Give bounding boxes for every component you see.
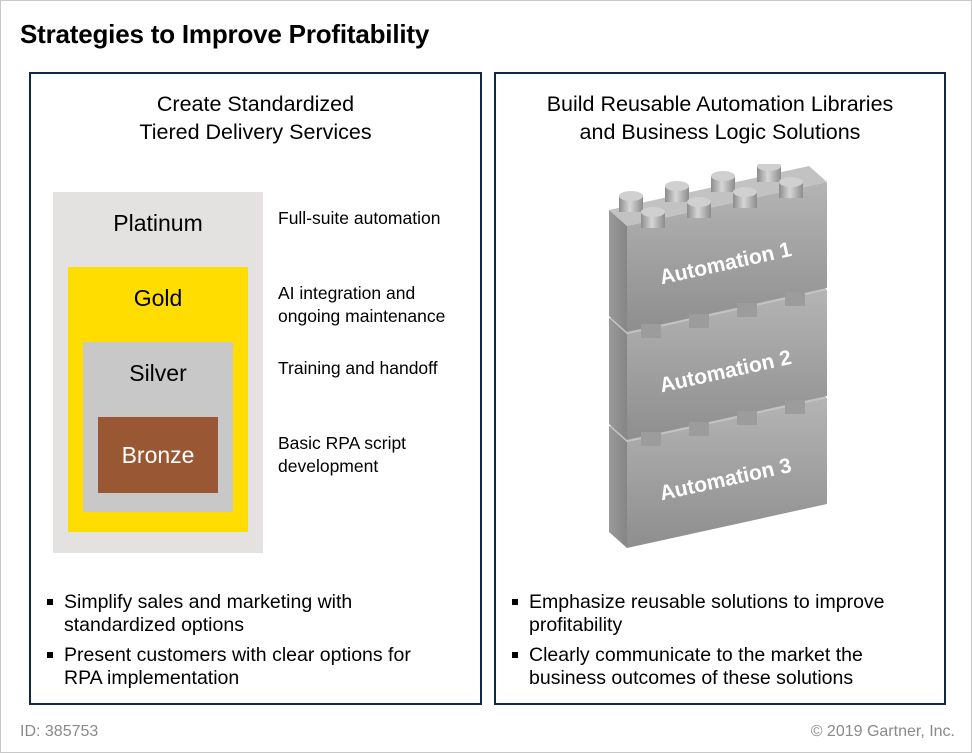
document-id: ID: 385753 — [20, 723, 99, 740]
bullet-icon — [47, 599, 53, 605]
tier-description-line: Full-suite automation — [278, 208, 441, 228]
bullet-item: Clearly communicate to the market the bu… — [510, 644, 934, 689]
copyright-notice: © 2019 Gartner, Inc. — [810, 723, 955, 740]
brick-stack-illustration: Automation 1 Automation 2 Automation 3 — [609, 164, 827, 548]
bullet-line: business outcomes of these solutions — [529, 666, 854, 689]
brick-side-face — [609, 318, 627, 440]
tier-label-silver: Silver — [129, 360, 187, 386]
page-title: Strategies to Improve Profitability — [20, 19, 430, 49]
tiered-services-panel: Create Standardized Tiered Delivery Serv… — [29, 72, 482, 705]
bullet-list: Simplify sales and marketing with standa… — [45, 591, 470, 697]
tier-label-bronze: Bronze — [121, 442, 195, 468]
bullet-item: Simplify sales and marketing with standa… — [45, 591, 470, 636]
tier-label-platinum: Platinum — [113, 210, 203, 236]
tier-platinum: Platinum Gold Silver Bronze — [53, 192, 263, 553]
tier-label-gold: Gold — [133, 285, 183, 311]
bullet-list: Emphasize reusable solutions to improve … — [510, 591, 934, 697]
tier-description-silver: Training and handoff — [278, 357, 438, 380]
bullet-icon — [512, 652, 518, 658]
panel-heading-line: Create Standardized — [156, 92, 355, 116]
tier-bronze: Bronze — [98, 417, 218, 493]
automation-libraries-panel: Build Reusable Automation Libraries and … — [494, 72, 946, 705]
brick-front-face — [627, 290, 827, 440]
bullet-line: Present customers with clear options for — [64, 644, 411, 666]
tier-description-line: development — [278, 456, 379, 476]
bullet-line: profitability — [529, 613, 623, 636]
panel-heading-line: and Business Logic Solutions — [579, 120, 861, 144]
panel-heading-line: Tiered Delivery Services — [139, 120, 372, 144]
tier-description-gold: AI integration and ongoing maintenance — [278, 282, 445, 328]
brick-front-face — [627, 182, 827, 332]
brick-front-face — [627, 398, 827, 548]
bullet-line: Simplify sales and marketing with — [64, 591, 353, 613]
bullet-item: Present customers with clear options for… — [45, 644, 470, 689]
tier-description-platinum: Full-suite automation — [278, 207, 440, 230]
bullet-icon — [512, 599, 518, 605]
brick-studs — [619, 164, 803, 228]
brick-automation-1 — [609, 166, 827, 332]
panel-heading-line: Build Reusable Automation Libraries — [546, 92, 894, 116]
panel-heading: Build Reusable Automation Libraries and … — [496, 90, 944, 146]
tier-description-line: ongoing maintenance — [278, 306, 446, 326]
brick-joint-studs — [641, 292, 805, 446]
panel-heading: Create Standardized Tiered Delivery Serv… — [31, 90, 480, 146]
tier-gold: Gold Silver Bronze — [68, 267, 248, 532]
tier-description-line: AI integration and — [278, 283, 416, 303]
brick-side-face — [609, 210, 627, 332]
bullet-line: Emphasize reusable solutions to improve — [529, 591, 885, 613]
bullet-line: RPA implementation — [64, 666, 240, 689]
bullet-line: standardized options — [64, 613, 244, 636]
bullet-icon — [47, 652, 53, 658]
tier-description-line: Training and handoff — [278, 358, 438, 378]
bullet-line: Clearly communicate to the market the — [529, 644, 863, 666]
tier-silver: Silver Bronze — [83, 342, 233, 512]
tier-description-line: Basic RPA script — [278, 433, 407, 453]
brick-side-face — [609, 426, 627, 548]
tier-description-bronze: Basic RPA script development — [278, 432, 406, 478]
bullet-item: Emphasize reusable solutions to improve … — [510, 591, 934, 636]
